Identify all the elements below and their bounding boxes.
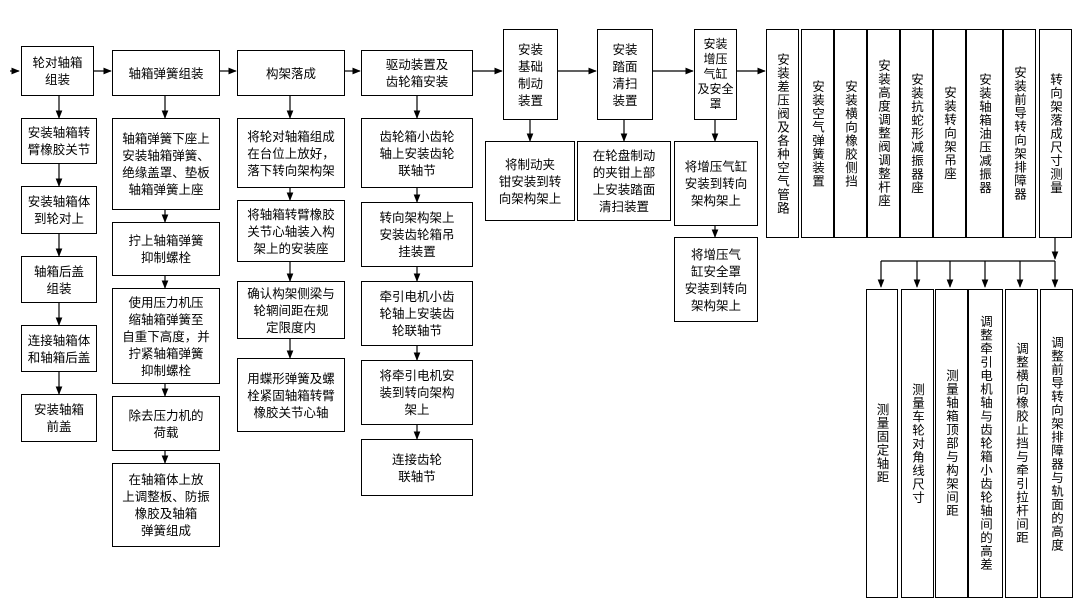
step-check-clearance: 确认构架侧梁与 轮辋间距在规 定限度内 [237,281,345,339]
step-drive-gearbox: 驱动装置及 齿轮箱安装 [361,50,473,96]
step-mount-joint-spindle: 将轴箱转臂橡胶 关节心轴装入构 架上的安装座 [237,200,345,262]
step-remove-press-load: 除去压力机的 荷载 [112,396,220,451]
step-connect-coupling: 连接齿轮 联轴节 [361,439,473,496]
step-air-spring: 安装空气弹簧装置 [801,29,834,238]
step-bogie-hanger: 安装转向架吊座 [933,29,966,238]
measure-axlebox-frame-gap: 测量轴箱顶部与构架间距 [935,289,968,598]
step-axlebox-spring-assembly: 轴箱弹簧组装 [112,50,220,96]
step-tread-cleaner-mount: 在轮盘制动 的夹钳上部 上安装踏面 清扫装置 [577,141,671,221]
step-lower-frame: 将轮对轴箱组成 在台位上放好， 落下转向架构架 [237,118,345,188]
step-leveling-valve-seat: 安装高度调整阀调整杆座 [867,29,900,238]
step-motor-coupling: 牵引电机小齿 轮轴上安装齿 轮联轴节 [361,281,473,346]
step-install-axlebox-body: 安装轴箱体 到轮对上 [21,186,97,234]
step-yaw-damper-seat: 安装抗蛇形减振器座 [900,29,933,238]
step-tread-cleaner: 安装 踏面 清扫 装置 [597,29,653,120]
step-place-damping-rubber: 在轴箱体上放 上调整板、防振 橡胶及轴箱 弹簧组成 [112,463,220,547]
adjust-lateral-stop-gap: 调整横向橡胶止挡与牵引拉杆间距 [1005,289,1038,598]
step-spring-bolt: 拧上轴箱弹簧 抑制螺栓 [112,222,220,276]
step-front-cover: 安装轴箱 前盖 [21,394,97,442]
adjust-motor-height: 调整牵引电机轴与齿轮箱小齿轮轴间的高差 [968,289,1003,598]
step-gear-coupling-pinion: 齿轮箱小齿轮 轴上安装齿轮 联轴节 [361,118,473,188]
measure-wheel-diagonal: 测量车轮对角线尺寸 [901,289,934,598]
step-mount-motor: 将牵引电机安 装到转向架构 架上 [361,360,473,425]
step-booster-cylinder: 安装 增压 气缸 及安全 罩 [694,29,737,120]
step-axlebox-damper: 安装轴箱油压减振器 [966,29,1003,238]
step-rear-cover-assembly: 轴箱后盖 组装 [21,256,97,303]
step-frame-completion: 构架落成 [237,50,345,96]
step-pressure-valve: 安装差压阀及各种空气管路 [766,29,799,238]
measure-wheelbase: 测量固定轴距 [866,289,898,598]
step-lateral-rubber-stop: 安装横向橡胶侧挡 [834,29,867,238]
step-connect-rear-cover: 连接轴箱体 和轴箱后盖 [21,325,97,372]
step-spring-seat-install: 轴箱弹簧下座上 安装轴箱弹簧、 绝缘盖罩、垫板 轴箱弹簧上座 [112,118,220,210]
step-booster-mount: 将增压气缸 安装到转向 架构架上 [674,141,758,226]
step-obstacle-deflector: 安装前导转向架排障器 [1003,29,1036,238]
step-brake-caliper: 将制动夹 钳安装到转 向架构架上 [485,141,575,221]
step-safety-cover-mount: 将增压气 缸安全罩 安装到转向 架构架上 [674,237,758,322]
step-fasten-spindle: 用蝶形弹簧及螺 栓紧固轴箱转臂 橡胶关节心轴 [237,358,345,432]
step-brake-unit: 安装 基础 制动 装置 [503,29,558,120]
step-final-measurement: 转向架落成尺寸测量 [1039,29,1072,238]
step-press-spring: 使用压力机压 缩轴箱弹簧至 自重下高度，并 拧紧轴箱弹簧 抑制螺栓 [112,288,220,384]
adjust-deflector-height: 调整前导转向架排障器与轨面的高度 [1040,289,1073,598]
step-wheelset-axlebox: 轮对轴箱 组装 [21,46,94,96]
step-gearbox-hanger: 转向架构架上 安装齿轮箱吊 挂装置 [361,202,473,267]
step-install-rubber-joint: 安装轴箱转 臂橡胶关节 [21,118,97,164]
